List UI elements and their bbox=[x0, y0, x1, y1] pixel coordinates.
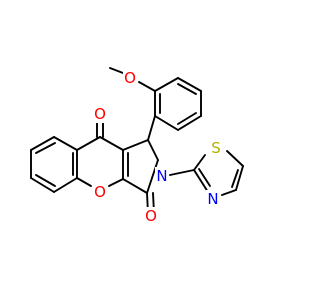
atom-label-o-methoxy: O bbox=[124, 69, 136, 87]
atom-o-ketone: O bbox=[93, 105, 107, 123]
molecule-canvas: O O O O N N S bbox=[30, 67, 244, 225]
atom-label-o-lactam: O bbox=[145, 207, 157, 225]
atom-label-o-ketone: O bbox=[94, 105, 106, 123]
structure-diagram: O O O O N N S bbox=[30, 67, 244, 225]
atom-o-ring: O bbox=[93, 183, 107, 201]
atom-n-pyrrole: N bbox=[155, 167, 169, 185]
bond-lines bbox=[30, 67, 244, 214]
atom-o-methoxy: O bbox=[123, 69, 137, 87]
atom-label-n-pyrrole: N bbox=[156, 167, 167, 185]
atom-s-thiazole: S bbox=[209, 139, 223, 157]
atom-label-n-thiazole: N bbox=[207, 190, 218, 208]
atom-label-s-thiazole: S bbox=[211, 139, 221, 157]
atom-label-o-ring: O bbox=[94, 183, 106, 201]
atom-n-thiazole: N bbox=[206, 190, 220, 208]
atom-o-lactam: O bbox=[144, 207, 158, 225]
